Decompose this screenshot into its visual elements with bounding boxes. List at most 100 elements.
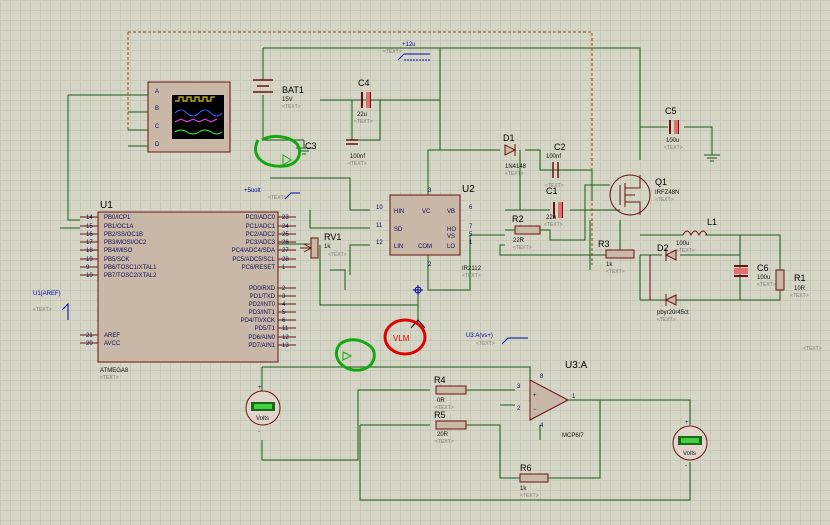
r6-placeholder: <TEXT> <box>520 493 539 499</box>
u2-num-2: 2 <box>428 262 432 268</box>
c3-ref: C3 <box>305 141 317 151</box>
rv1-value: 1k <box>324 244 331 250</box>
terminal-u3vs[interactable]: U3:A(vs+) <TEXT> <box>466 333 528 347</box>
mosfet-q1[interactable]: Q1 IRFZ48N <TEXT> <box>609 174 679 216</box>
opamp-u3a[interactable]: + − U3:A MCP6I7 3 2 1 8 4 <box>517 360 588 439</box>
u1-pin-number: 12 <box>282 335 289 341</box>
u2-num-7: 7 <box>469 224 473 230</box>
r5-ref: R5 <box>434 410 446 420</box>
oscilloscope[interactable]: A B C D <box>68 81 231 153</box>
u2-gate-driver[interactable]: U2 IR2112 <TEXT> HIN SD LIN VC COM VB HO… <box>376 184 482 279</box>
diode-d2[interactable]: D2 pbyr20r45ct <TEXT> <box>649 243 689 323</box>
u3-minus: − <box>533 407 537 413</box>
terminal-aref[interactable]: U1(AREF) <TEXT> <box>33 291 69 320</box>
u3vs-placeholder: <TEXT> <box>476 341 495 347</box>
u1-pin-number: 17 <box>86 240 93 246</box>
c4-value: 22u <box>357 112 367 118</box>
u1-pin-number: 19 <box>86 257 93 263</box>
plus12-label: +12u <box>402 42 416 48</box>
u1-pin-name: PC2/ADC2 <box>246 232 276 238</box>
u1-pin-name: AREF <box>104 333 120 339</box>
resistor-r4[interactable]: R4 0R <TEXT> <box>434 375 467 411</box>
u1-pin-name: PD2/INT0 <box>249 302 276 308</box>
u2-num-3: 3 <box>428 188 432 194</box>
c5-value: 100u <box>666 138 679 144</box>
q1-value: IRFZ48N <box>655 190 679 196</box>
u1-pin-number: 25 <box>282 232 289 238</box>
terminal-plus5[interactable]: +5uolt <TEXT> <box>244 188 300 201</box>
q1-placeholder: <TEXT> <box>655 197 674 203</box>
rv1-placeholder: <TEXT> <box>328 252 347 258</box>
l1-value: 100u <box>676 241 689 247</box>
resistor-r6[interactable]: R6 1k <TEXT> <box>519 463 549 499</box>
u1-pin-number: 20 <box>86 341 93 347</box>
capacitor-c4[interactable]: C4 22u <TEXT> <box>354 78 373 125</box>
terminal-plus12[interactable]: +12u <TEXT> <box>383 42 430 61</box>
capacitor-c3[interactable]: C3 100nf <TEXT> <box>305 139 367 167</box>
u2-num-5: 5 <box>469 232 473 238</box>
u1-pin-name: AVCC <box>104 341 121 347</box>
u2-num-6: 6 <box>469 205 473 211</box>
potentiometer-rv1[interactable]: RV1 1k <TEXT> <box>300 232 347 259</box>
u1-pin-name: PB0/ICP1 <box>104 215 131 221</box>
voltmeter-right[interactable]: Volts + - <box>672 420 708 469</box>
u1-pin-name: PB5/SCK <box>104 257 129 263</box>
c1-value: 22u <box>546 215 556 221</box>
c6-ref: C6 <box>757 263 769 273</box>
r1-ref: R1 <box>794 273 806 283</box>
u1-pin-number: 21 <box>86 333 93 339</box>
dashed-net <box>127 31 593 265</box>
bat1-placeholder: <TEXT> <box>282 104 301 110</box>
capacitor-c1[interactable]: C1 22u <TEXT> <box>544 186 563 228</box>
bat1-value: 15V <box>282 97 293 103</box>
u1-pin-number: 2 <box>282 286 286 292</box>
u2-num-10: 10 <box>376 205 383 211</box>
u1-pin-name: PC4/ADC4/SDA <box>232 248 275 254</box>
plus12-placeholder: <TEXT> <box>383 49 402 55</box>
battery-bat1[interactable]: BAT1 15V <TEXT> <box>253 79 304 110</box>
capacitor-c6[interactable]: C6 100u <TEXT> <box>734 263 776 288</box>
rv1-ref: RV1 <box>324 232 341 242</box>
u1-pin-name: PB6/TOSC1/XTAL1 <box>104 265 157 271</box>
u1-pin-name: PC0/ADC0 <box>246 215 276 221</box>
aref-label: U1(AREF) <box>33 291 61 297</box>
vm2-plus: + <box>685 420 689 426</box>
u1-pin-name: PB3/MOSI/OC2 <box>104 240 147 246</box>
c1-placeholder: <TEXT> <box>544 222 563 228</box>
u3-part: MCP6I7 <box>562 433 584 439</box>
capacitor-c2[interactable]: C2 100nf <TEXT> <box>545 142 566 189</box>
d2-ref: D2 <box>657 243 669 253</box>
resistor-r1[interactable]: R1 10R <TEXT> <box>775 269 809 299</box>
u3-ref: U3:A <box>565 360 588 371</box>
inductor-l1[interactable]: L1 100u <TEXT> <box>676 217 717 254</box>
u1-pin-name: PD6/AIN0 <box>248 335 275 341</box>
u1-pin-number: 13 <box>282 343 289 349</box>
c5-placeholder: <TEXT> <box>664 145 683 151</box>
u1-pin-name: PB4/MISO <box>104 248 133 254</box>
voltage-probe[interactable] <box>410 285 426 329</box>
u3vs-label: U3:A(vs+) <box>466 333 493 339</box>
resistor-r2[interactable]: R2 22R <TEXT> <box>512 214 541 251</box>
u2-ref: U2 <box>462 184 475 195</box>
resistor-r3[interactable]: R3 1k <TEXT> <box>598 239 635 275</box>
r3-value: 1k <box>606 262 613 268</box>
u2-placeholder: <TEXT> <box>462 273 481 279</box>
vm2-minus: - <box>685 463 687 469</box>
capacitor-c5[interactable]: C5 100u <TEXT> <box>664 106 683 151</box>
u1-pin-number: 26 <box>282 240 289 246</box>
u2-part: IR2112 <box>462 266 482 272</box>
u1-pin-name: PD1/TXD <box>250 294 276 300</box>
voltmeter-left[interactable]: Volts + - <box>245 385 281 435</box>
diode-d1[interactable]: D1 1N4148 <TEXT> <box>503 133 527 177</box>
stray-placeholder: <TEXT> <box>803 346 822 352</box>
u1-pin-number: 1 <box>282 265 286 271</box>
c2-placeholder: <TEXT> <box>545 183 564 189</box>
c6-value: 100u <box>757 275 770 281</box>
u1-pin-number: 11 <box>282 326 289 332</box>
u1-ref: U1 <box>100 200 113 211</box>
resistor-r5[interactable]: R5 20R <TEXT> <box>434 410 467 445</box>
